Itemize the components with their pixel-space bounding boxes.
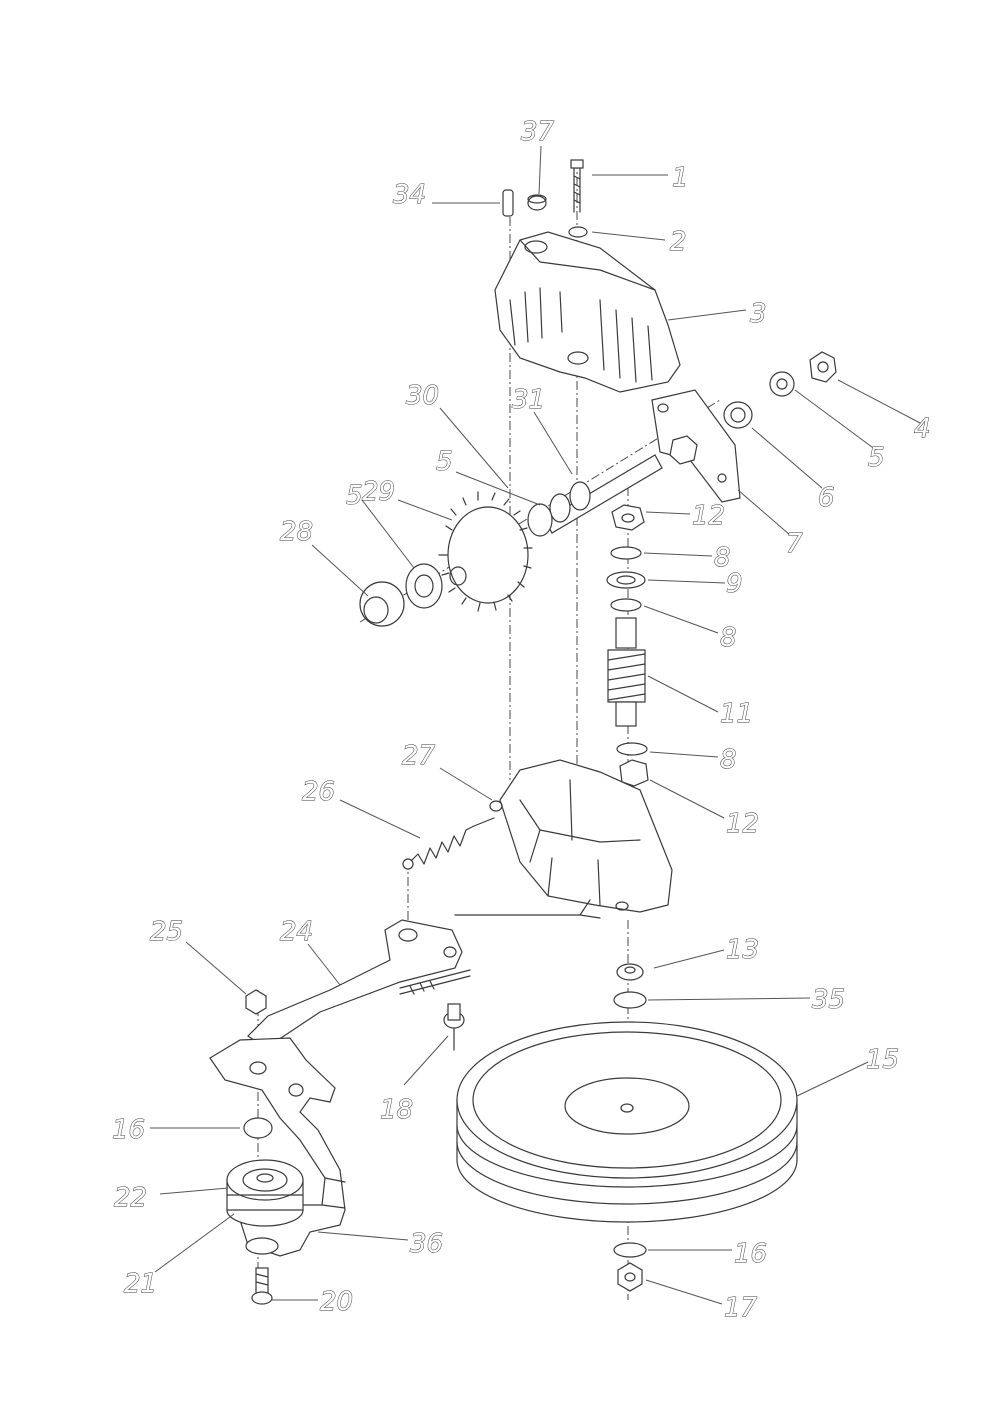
callout: 5 [868, 443, 885, 473]
pulley-bolt [251, 1267, 273, 1305]
nut [245, 989, 267, 1015]
callout: 35 [812, 985, 845, 1015]
callout: 6 [818, 483, 835, 513]
cross-shaft [527, 454, 663, 537]
callout: 22 [114, 1183, 147, 1213]
lock-washer [616, 963, 644, 981]
bushing [723, 401, 753, 429]
callout: 17 [724, 1293, 758, 1323]
shim-washer [610, 546, 642, 560]
callout: 34 [393, 180, 426, 210]
flat-washer [613, 1242, 647, 1258]
callout: 16 [112, 1115, 145, 1145]
spacer [245, 1237, 279, 1255]
bearing [405, 563, 443, 609]
callout: 16 [734, 1239, 767, 1269]
callout: 5 [436, 447, 453, 477]
callout: 29 [362, 477, 395, 507]
callout: 3 [750, 299, 767, 329]
cap-nut [611, 504, 645, 531]
callout: 8 [720, 623, 737, 653]
main-drive-pulley [456, 1021, 798, 1223]
dowel-pin [502, 189, 514, 217]
hex-nut [617, 1262, 643, 1292]
callout: 2 [670, 227, 687, 257]
callout: 12 [726, 809, 759, 839]
callout: 25 [150, 917, 183, 947]
upper-housing [494, 231, 681, 393]
callout: 20 [320, 1287, 353, 1317]
cap-nut [619, 759, 649, 787]
lower-housing [489, 759, 673, 913]
callout: 18 [380, 1095, 413, 1125]
hub-cap [359, 581, 405, 627]
callout: 13 [726, 935, 759, 965]
callout: 1 [672, 163, 689, 193]
idler-pulley [226, 1159, 304, 1227]
idler-lever-plate [209, 1037, 346, 1257]
spacer-washer [243, 1117, 273, 1139]
spur-gear [438, 491, 533, 612]
callout-numbers: 37 34 1 2 3 4 5 6 7 12 8 9 8 11 8 12 30 … [112, 117, 932, 1324]
callout: 15 [866, 1045, 899, 1075]
side-plate [651, 389, 741, 503]
cap-plug [527, 194, 547, 211]
tension-spring [402, 817, 495, 870]
idler-bracket-arm [247, 899, 601, 1045]
callout: 9 [726, 569, 743, 599]
washer [769, 371, 795, 397]
callout: 37 [521, 117, 555, 147]
bolt [570, 159, 584, 213]
callout: 26 [302, 777, 335, 807]
callout: 28 [280, 517, 313, 547]
callout: 8 [720, 745, 737, 775]
callout: 36 [410, 1229, 443, 1259]
callout: 8 [714, 543, 731, 573]
callout: 21 [124, 1269, 157, 1299]
callout: 4 [914, 414, 931, 444]
callout: 5 [346, 481, 363, 511]
shoulder-bolt [399, 969, 471, 1051]
callout: 11 [720, 699, 753, 729]
callout: 30 [406, 381, 439, 411]
thrust-bearing [606, 571, 646, 589]
callout: 31 [512, 385, 545, 415]
shim-washer [616, 742, 648, 756]
castle-nut [809, 351, 837, 383]
callout: 12 [692, 501, 725, 531]
washer [568, 226, 588, 238]
shim-washer [610, 598, 642, 612]
callout: 24 [280, 917, 313, 947]
callout: 7 [786, 529, 803, 559]
worm-gear [607, 617, 646, 727]
flat-washer [613, 991, 647, 1009]
callout: 27 [402, 741, 436, 771]
leader-lines [150, 145, 923, 1305]
